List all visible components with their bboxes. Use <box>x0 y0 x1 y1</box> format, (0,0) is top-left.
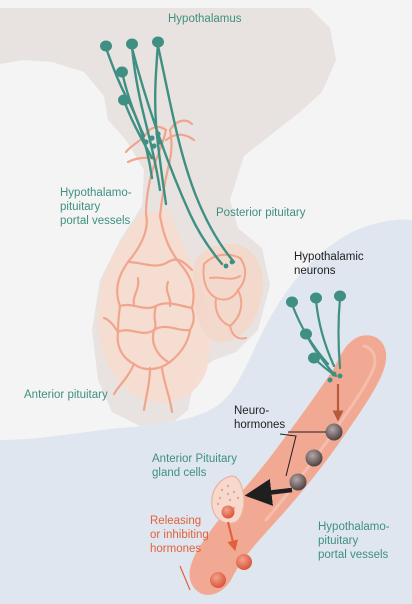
label-hypothalamic-neurons: Hypothalamic neurons <box>294 250 364 278</box>
label-line: hormones <box>150 543 202 555</box>
hypothalamic-neurons-inset <box>286 290 346 383</box>
label-line: portal vessels <box>318 549 389 561</box>
neurohormone-granules <box>289 423 343 491</box>
label-neurohormones: Neuro- hormones <box>234 404 285 432</box>
label-line: Releasing <box>150 515 202 527</box>
label-line: hormones <box>234 419 286 431</box>
label-line: Hypothalamo- <box>318 521 390 533</box>
black-arrow <box>244 479 293 506</box>
label-line: Anterior Pituitary <box>152 453 238 465</box>
anterior-gland-cell <box>211 475 245 524</box>
label-releasing-hormones: Releasing or inhibiting hormones <box>150 514 209 556</box>
label-line: Neuro- <box>234 405 270 417</box>
hypothalamic-neurons-top <box>100 36 236 269</box>
label-posterior-pituitary: Posterior pituitary <box>216 207 306 219</box>
label-anterior-pituitary: Anterior pituitary <box>24 389 108 401</box>
label-line: or inhibiting <box>150 529 209 541</box>
label-hypothalamus: Hypothalamus <box>168 13 242 25</box>
label-line: gland cells <box>152 467 207 479</box>
label-anterior-gland-cells: Anterior Pituitary gland cells <box>152 452 237 480</box>
label-line: Hypothalamic <box>294 251 364 263</box>
posterior-capillaries <box>202 253 247 340</box>
label-portal-vessels-top: Hypothalamo- pituitary portal vessels <box>60 186 132 228</box>
releasing-leader <box>179 565 191 591</box>
label-line: pituitary <box>60 201 101 213</box>
releasing-hormone-granules <box>210 554 252 588</box>
label-line: pituitary <box>318 535 359 547</box>
leader-lines <box>279 431 326 477</box>
inset-panel <box>0 219 412 604</box>
label-portal-vessels-bottom: Hypothalamo- pituitary portal vessels <box>318 520 390 562</box>
label-line: Hypothalamo- <box>60 187 132 199</box>
releasing-hormone-arrow <box>226 521 239 552</box>
label-line: neurons <box>294 265 336 277</box>
capillary-network <box>102 119 196 414</box>
label-line: portal vessels <box>60 215 131 227</box>
